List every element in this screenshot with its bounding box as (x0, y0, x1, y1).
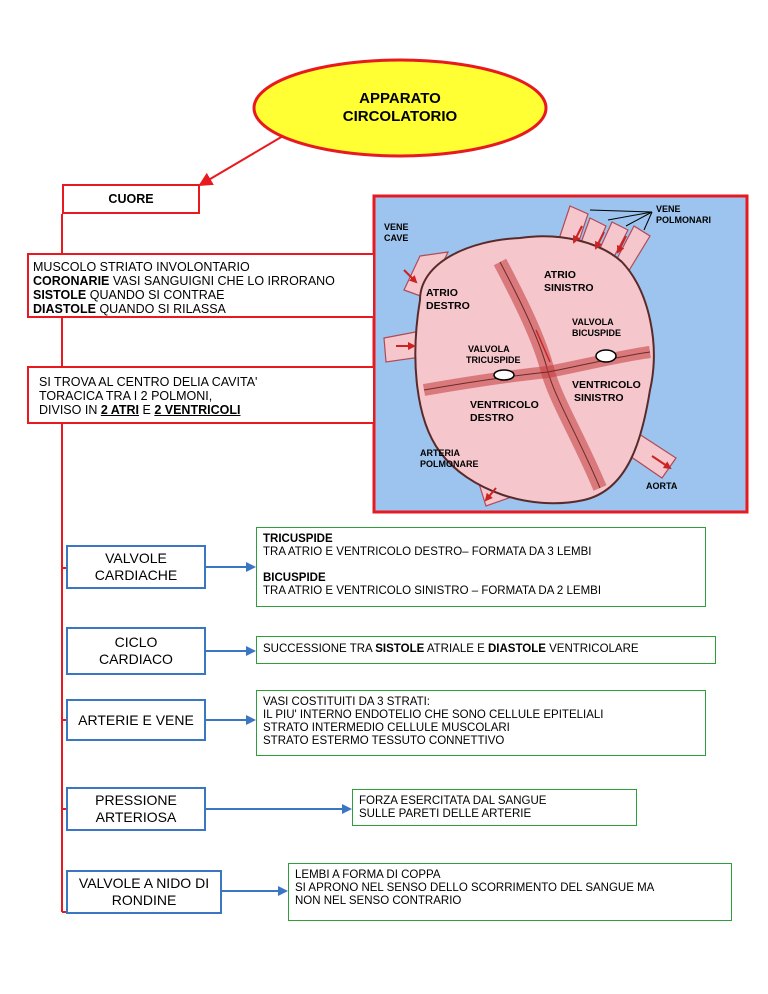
rondine-line-2: SI APRONO NEL SENSO DELLO SCORRIMENTO DE… (295, 882, 655, 894)
pressione-line-2: SULLE PARETI DELLE ARTERIE (359, 808, 532, 820)
atrio-sinistro-label-1: ATRIO (544, 269, 576, 281)
title-line-2: CIRCOLATORIO (342, 108, 458, 125)
cuore-label: CUORE (108, 192, 154, 206)
detail-pressione: FORZA ESERCITATA DAL SANGUE SULLE PARETI… (352, 789, 637, 826)
valvola-bicuspide-label-2: BICUSPIDE (572, 328, 621, 338)
position-box: SI TROVA AL CENTRO DELIA CAVITA' TORACIC… (27, 366, 375, 424)
atrio-sinistro-label-2: SINISTRO (544, 282, 594, 294)
section-arterie-e-vene: ARTERIE E VENE (66, 699, 206, 741)
arteria-polmonare-label-2: POLMONARE (420, 459, 479, 469)
ventricoli-term: 2 VENTRICOLI (154, 403, 241, 417)
vene-polmonari-label-1: VENE (656, 204, 681, 214)
valve-bicuspide (595, 349, 617, 363)
detail-arterie: VASI COSTITUITI DA 3 STRATI: IL PIU' INT… (256, 690, 706, 756)
description-line-2: CORONARIE VASI SANGUIGNI CHE LO IRRORANO (33, 274, 335, 288)
aorta-label: AORTA (646, 481, 678, 491)
description-line-4: DIASTOLE QUANDO SI RILASSA (33, 302, 226, 316)
tricuspide-text: TRA ATRIO E VENTRICOLO DESTRO– FORMATA D… (263, 546, 592, 558)
ventricolo-destro-label-2: DESTRO (470, 412, 514, 424)
arteria-polmonare-label-1: ARTERIA (420, 448, 460, 458)
ventricolo-sinistro-label-1: VENTRICOLO (572, 379, 641, 391)
rondine-line-3: NON NEL SENSO CONTRARIO (295, 895, 462, 907)
arterie-line-1: VASI COSTITUITI DA 3 STRATI: (263, 696, 430, 708)
detail-valvole: TRICUSPIDE TRA ATRIO E VENTRICOLO DESTRO… (256, 527, 706, 607)
position-line-1: SI TROVA AL CENTRO DELIA CAVITA' (39, 375, 258, 389)
title-line-1: APPARATO (359, 90, 441, 107)
rondine-line-1: LEMBI A FORMA DI COPPA (295, 869, 441, 881)
valvola-bicuspide-label-1: VALVOLA (572, 317, 614, 327)
section-valvole-cardiache: VALVOLE CARDIACHE (66, 545, 206, 589)
bicuspide-text: TRA ATRIO E VENTRICOLO SINISTRO – FORMAT… (263, 585, 602, 597)
atrio-destro-label-1: ATRIO (426, 287, 458, 299)
section-valvole-a-nido-di-rondine: VALVOLE A NIDO DI RONDINE (66, 870, 222, 914)
arterie-line-4: STRATO ESTERMO TESSUTO CONNETTIVO (263, 735, 505, 747)
section-pressione-arteriosa: PRESSIONE ARTERIOSA (66, 787, 206, 831)
section-ciclo-cardiaco: CICLO CARDIACO (66, 627, 206, 675)
detail-rondine: LEMBI A FORMA DI COPPA SI APRONO NEL SEN… (288, 863, 732, 921)
title-ellipse (252, 58, 548, 158)
title-to-cuore-arrow (198, 135, 284, 187)
ventricolo-destro-label-1: VENTRICOLO (470, 399, 539, 411)
bicuspide-title: BICUSPIDE (263, 572, 326, 584)
tricuspide-title: TRICUSPIDE (263, 533, 333, 545)
ventricolo-sinistro-label-2: SINISTRO (574, 392, 624, 404)
heart-illustration: VENE CAVE VENE POLMONARI ATRIO DESTRO AT… (372, 194, 749, 514)
pressione-line-1: FORZA ESERCITATA DAL SANGUE (359, 795, 547, 807)
vene-polmonari-label-2: POLMONARI (656, 215, 711, 225)
arterie-line-3: STRATO INTERMEDIO CELLULE MUSCOLARI (263, 722, 510, 734)
atri-term: 2 ATRI (100, 403, 140, 417)
description-line-1: MUSCOLO STRIATO INVOLONTARIO (33, 260, 250, 274)
cuore-box: CUORE (62, 184, 200, 214)
atrio-destro-label-2: DESTRO (426, 300, 470, 312)
description-box: MUSCOLO STRIATO INVOLONTARIO CORONARIE V… (27, 253, 375, 318)
position-line-3: DIVISO IN 2 ATRI E 2 VENTRICOLI (39, 403, 241, 417)
vene-cave-label-1: VENE (384, 222, 409, 232)
valvola-tricuspide-label-2: TRICUSPIDE (466, 355, 521, 365)
detail-ciclo: SUCCESSIONE TRA SISTOLE ATRIALE E DIASTO… (256, 636, 716, 664)
arterie-line-2: IL PIU' INTERNO ENDOTELIO CHE SONO CELLU… (263, 709, 604, 721)
title: APPARATO CIRCOLATORIO (300, 80, 500, 136)
valve-tricuspide (493, 369, 515, 381)
valvola-tricuspide-label-1: VALVOLA (468, 344, 510, 354)
vene-cave-label-2: CAVE (384, 233, 408, 243)
position-line-2: TORACICA TRA I 2 POLMONI, (39, 389, 213, 403)
description-line-3: SISTOLE QUANDO SI CONTRAE (33, 288, 225, 302)
